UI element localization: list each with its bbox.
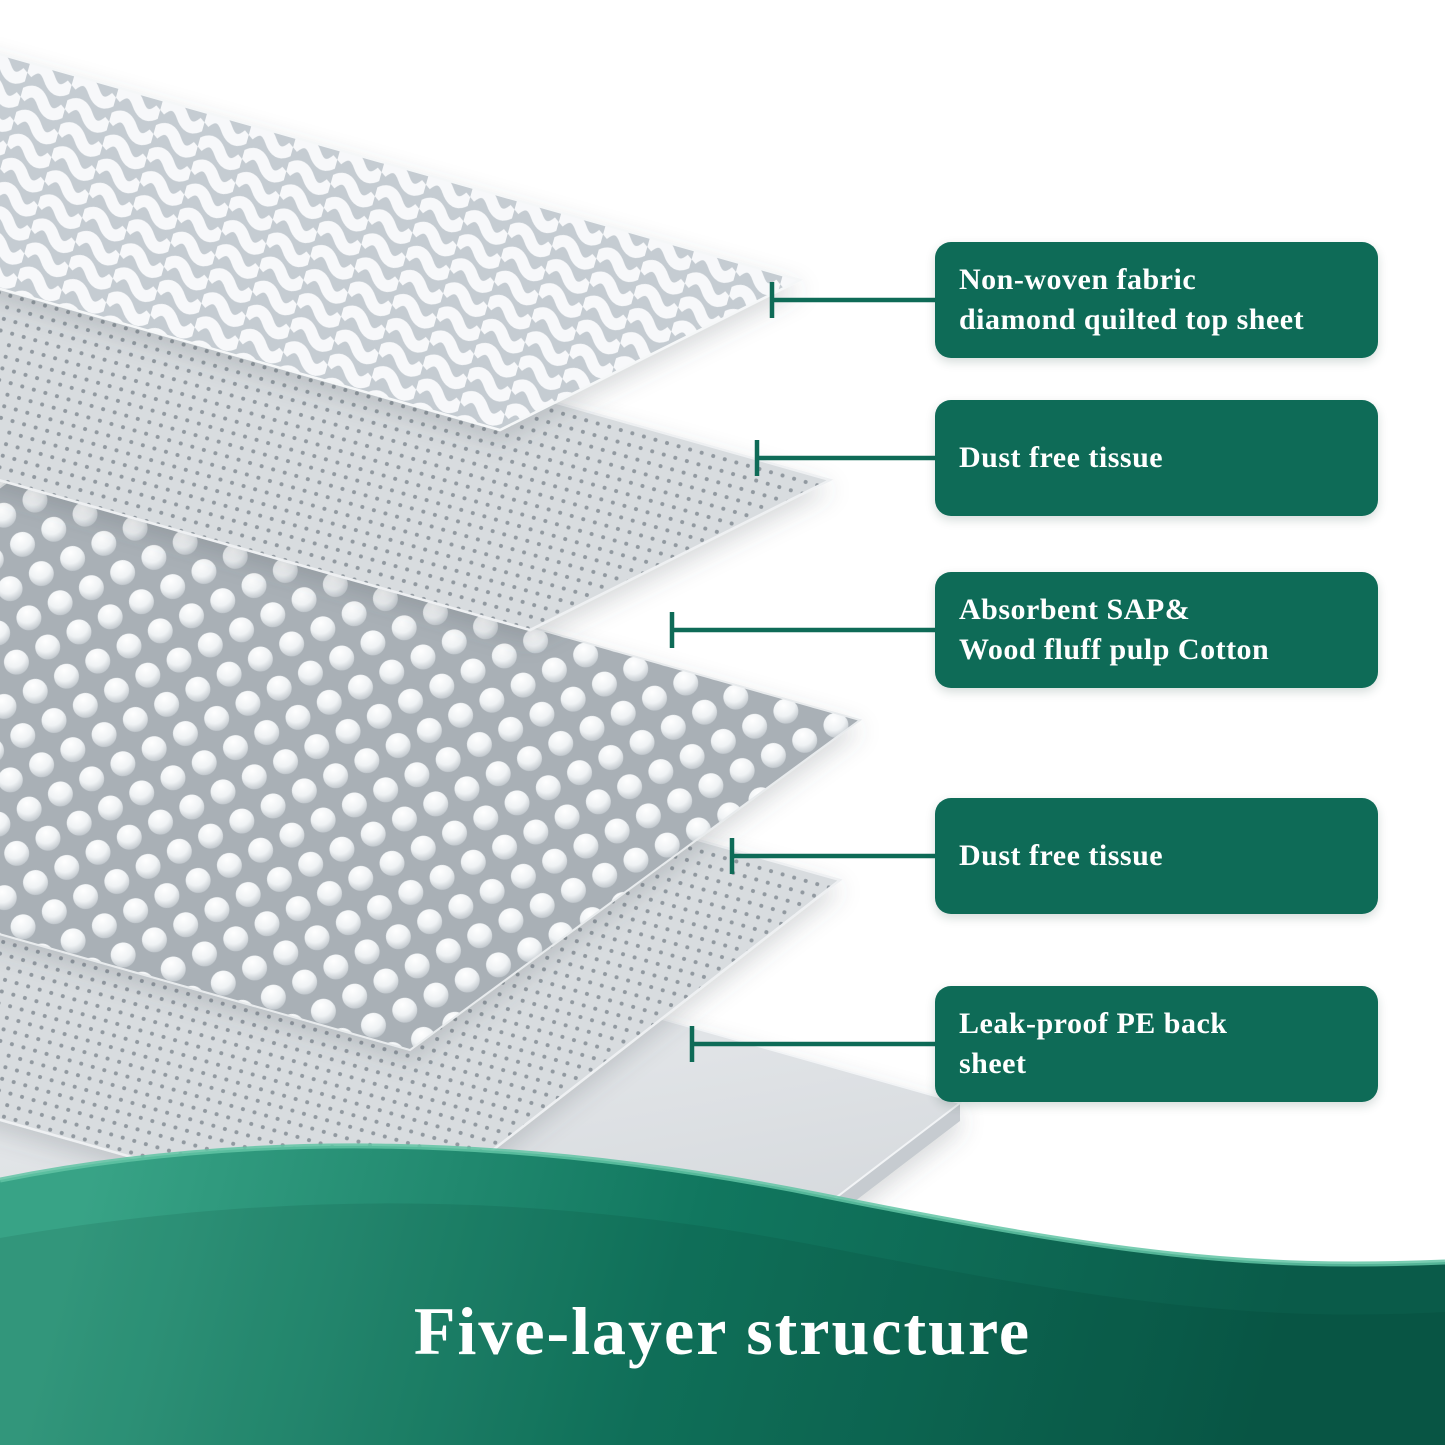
label-layer-3-line-2: Wood fluff pulp Cotton bbox=[959, 633, 1270, 666]
leader-line-layer-2 bbox=[754, 440, 940, 476]
leader-line-layer-3 bbox=[669, 612, 940, 648]
label-layer-1-line-2: diamond quilted top sheet bbox=[959, 303, 1305, 336]
label-layer-5: Leak-proof PE back sheet bbox=[935, 986, 1378, 1102]
label-layer-4: Dust free tissue bbox=[935, 798, 1378, 914]
banner-title: Five-layer structure bbox=[413, 1293, 1032, 1369]
sap-core-surface bbox=[0, 478, 863, 1052]
quilted-top-sheet-surface bbox=[0, 52, 804, 432]
label-layer-1-line-1: Non-woven fabric bbox=[959, 262, 1197, 296]
label-layer-2: Dust free tissue bbox=[935, 400, 1378, 516]
leader-line-layer-4 bbox=[729, 838, 940, 874]
label-layer-5-line-1: Leak-proof PE back bbox=[959, 1006, 1228, 1040]
bottom-banner bbox=[0, 1143, 1445, 1445]
leader-line-layer-1 bbox=[769, 282, 940, 318]
label-layer-2-line-1: Dust free tissue bbox=[959, 440, 1164, 474]
banner-highlight-line bbox=[0, 1143, 1445, 1267]
layer-quilted-top-sheet bbox=[0, 52, 804, 432]
label-layer-5-line-2: sheet bbox=[959, 1047, 1027, 1080]
layer-absorbent-sap-core bbox=[0, 478, 863, 1052]
leader-line-layer-5 bbox=[689, 1026, 940, 1062]
label-layer-1: Non-woven fabric diamond quilted top she… bbox=[935, 242, 1378, 358]
label-layer-3: Absorbent SAP& Wood fluff pulp Cotton bbox=[935, 572, 1378, 688]
banner-shape bbox=[0, 1145, 1445, 1445]
banner-inner-shade bbox=[0, 1203, 1445, 1445]
label-layer-4-line-1: Dust free tissue bbox=[959, 838, 1164, 872]
leader-lines bbox=[669, 282, 940, 1062]
label-layer-3-line-1: Absorbent SAP& bbox=[959, 592, 1191, 626]
